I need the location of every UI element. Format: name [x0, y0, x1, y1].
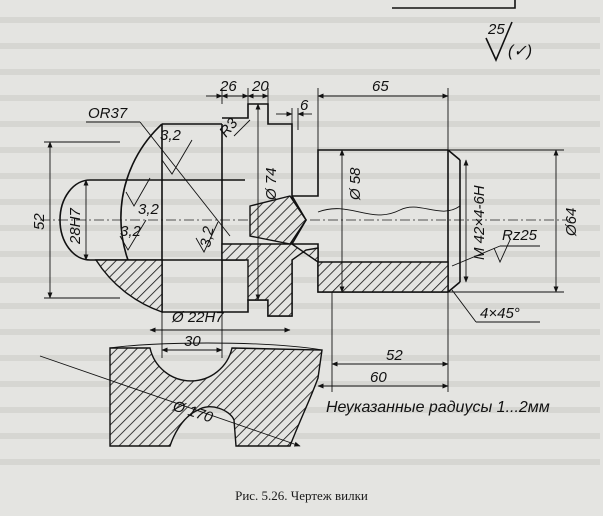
dim-60: 60	[370, 369, 387, 386]
dim-phi64: Ø64	[563, 208, 580, 237]
dim-28h7: 28H7	[67, 207, 84, 245]
lower-section-view	[109, 342, 323, 447]
roughness-value: 25	[487, 21, 505, 38]
section-hatching	[94, 195, 449, 317]
dim-65: 65	[372, 78, 389, 95]
dim-30: 30	[184, 333, 201, 350]
roughness-label-d: 3,2	[197, 225, 217, 249]
dim-chamfer: 4×45°	[480, 305, 520, 322]
roughness-mark: 25 (✓)	[392, 0, 532, 62]
dim-phi22h7: Ø 22H7	[171, 309, 224, 326]
dim-52-vertical: 52	[31, 213, 48, 230]
dim-phi58: Ø 58	[347, 167, 364, 201]
dimension-lines	[39, 88, 564, 447]
roughness-label-c: 3,2	[120, 223, 142, 240]
roughness-ticks	[119, 139, 511, 264]
roughness-label-a: 3,2	[160, 127, 182, 144]
unspecified-radii-note: Неуказанные радиусы 1...2мм	[326, 399, 550, 416]
dim-6: 6	[300, 97, 309, 114]
figure-caption: Рис. 5.26. Чертеж вилки	[235, 488, 368, 503]
fork-technical-drawing: 25 (✓)	[0, 0, 600, 465]
roughness-symbol: (✓)	[508, 43, 532, 60]
dim-rz25: Rz25	[502, 227, 538, 244]
dim-thread: M 42×4-6H	[471, 185, 488, 260]
dim-phi74: Ø 74	[263, 167, 280, 201]
dim-26: 26	[219, 78, 237, 95]
dim-52-horizontal: 52	[386, 347, 403, 364]
roughness-label-b: 3,2	[138, 201, 160, 218]
dim-r37: OR37	[88, 105, 128, 122]
dim-20: 20	[251, 78, 269, 95]
